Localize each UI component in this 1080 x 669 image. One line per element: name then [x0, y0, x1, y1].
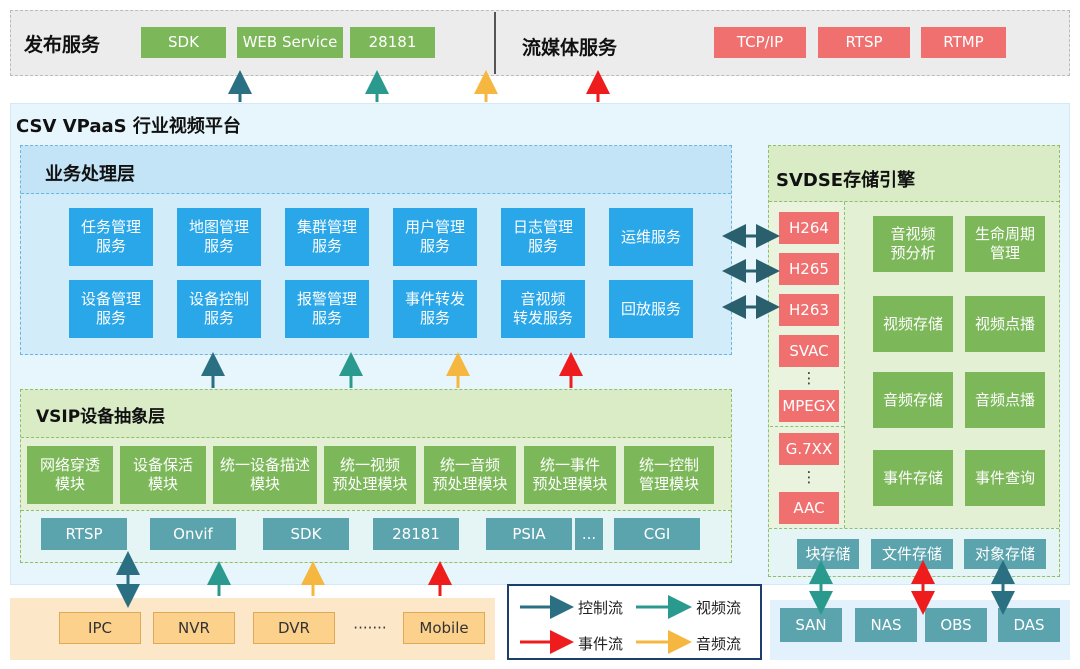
- streaming-services-title: 流媒体服务: [522, 37, 618, 59]
- svc-audio-storage: 音频存储: [873, 372, 953, 428]
- device-ipc: IPC: [59, 612, 141, 644]
- protocol-rtsp: RTSP: [41, 518, 127, 550]
- module-device-description: 统一设备描述 模块: [213, 446, 317, 504]
- backend-das: DAS: [998, 608, 1060, 642]
- svc-av-preanalysis: 音视频 预分析: [873, 216, 953, 272]
- legend-control-label: 控制流: [578, 599, 624, 617]
- publish-item-sdk: SDK: [141, 27, 226, 58]
- publish-item-web-service: WEB Service: [237, 27, 343, 58]
- protocol-ellipsis: ...: [575, 518, 603, 550]
- codec-divider: [770, 426, 844, 427]
- service-device-management: 设备管理 服务: [69, 280, 153, 338]
- service-user-management: 用户管理 服务: [393, 208, 477, 266]
- service-av-forwarding: 音视频 转发服务: [501, 280, 585, 338]
- svc-audio-vod: 音频点播: [965, 372, 1045, 428]
- codec-h263: H263: [779, 294, 839, 326]
- codec-h264: H264: [779, 212, 839, 244]
- service-log-management: 日志管理 服务: [501, 208, 585, 266]
- service-event-forwarding: 事件转发 服务: [393, 280, 477, 338]
- business-layer-header: [21, 146, 731, 194]
- module-control-management: 统一控制 管理模块: [624, 446, 714, 504]
- service-device-control: 设备控制 服务: [177, 280, 261, 338]
- svc-event-query: 事件查询: [965, 450, 1045, 506]
- protocol-28181: 28181: [373, 518, 459, 550]
- legend-event-label: 事件流: [578, 635, 624, 653]
- module-event-preprocess: 统一事件 预处理模块: [524, 446, 616, 504]
- svc-event-storage: 事件存储: [873, 450, 953, 506]
- module-video-preprocess: 统一视频 预处理模块: [324, 446, 416, 504]
- module-network-traversal: 网络穿透 模块: [27, 446, 113, 504]
- storage-engine-header: [769, 146, 1059, 202]
- codec-g7xx: G.7XX: [779, 433, 839, 465]
- device-dvr: DVR: [253, 612, 335, 644]
- legend-audio-label: 音频流: [696, 635, 742, 653]
- publish-services-title: 发布服务: [24, 34, 101, 56]
- service-task-management: 任务管理 服务: [69, 208, 153, 266]
- codec-video-ellipsis: ⋮: [801, 368, 817, 387]
- publish-item-28181: 28181: [350, 27, 435, 58]
- top-bar-divider: [494, 12, 496, 74]
- module-audio-preprocess: 统一音频 预处理模块: [424, 446, 516, 504]
- storage-engine-title: SVDSE存储引擎: [776, 170, 916, 191]
- protocol-psia: PSIA: [486, 518, 572, 550]
- device-ellipsis: ·······: [353, 618, 387, 637]
- codec-svac: SVAC: [779, 335, 839, 367]
- platform-title: CSV VPaaS 行业视频平台: [16, 116, 241, 137]
- backend-nas: NAS: [855, 608, 917, 642]
- stream-item-tcpip: TCP/IP: [714, 27, 806, 58]
- service-alarm-management: 报警管理 服务: [285, 280, 369, 338]
- service-cluster-management: 集群管理 服务: [285, 208, 369, 266]
- svc-video-vod: 视频点播: [965, 296, 1045, 352]
- protocol-onvif: Onvif: [150, 518, 236, 550]
- svc-lifecycle-management: 生命周期 管理: [965, 216, 1045, 272]
- codec-audio-ellipsis: ⋮: [801, 467, 817, 486]
- service-map-management: 地图管理 服务: [177, 208, 261, 266]
- codec-aac: AAC: [779, 492, 839, 524]
- codec-mpegx: MPEGX: [779, 390, 839, 422]
- codec-h265: H265: [779, 253, 839, 285]
- device-nvr: NVR: [153, 612, 235, 644]
- protocol-sdk: SDK: [263, 518, 349, 550]
- stream-item-rtsp: RTSP: [818, 27, 910, 58]
- business-layer-title: 业务处理层: [45, 164, 135, 185]
- storage-block: 块存储: [797, 539, 859, 569]
- stream-item-rtmp: RTMP: [921, 27, 1006, 58]
- vsip-layer-header: [21, 390, 731, 438]
- legend: [507, 584, 762, 660]
- service-ops: 运维服务: [609, 208, 693, 266]
- vsip-layer-title: VSIP设备抽象层: [36, 407, 166, 427]
- svc-video-storage: 视频存储: [873, 296, 953, 352]
- service-playback: 回放服务: [609, 280, 693, 338]
- protocol-cgi: CGI: [614, 518, 700, 550]
- module-device-keepalive: 设备保活 模块: [120, 446, 206, 504]
- backend-obs: OBS: [925, 608, 987, 642]
- device-mobile: Mobile: [403, 612, 485, 644]
- legend-video-label: 视频流: [696, 599, 742, 617]
